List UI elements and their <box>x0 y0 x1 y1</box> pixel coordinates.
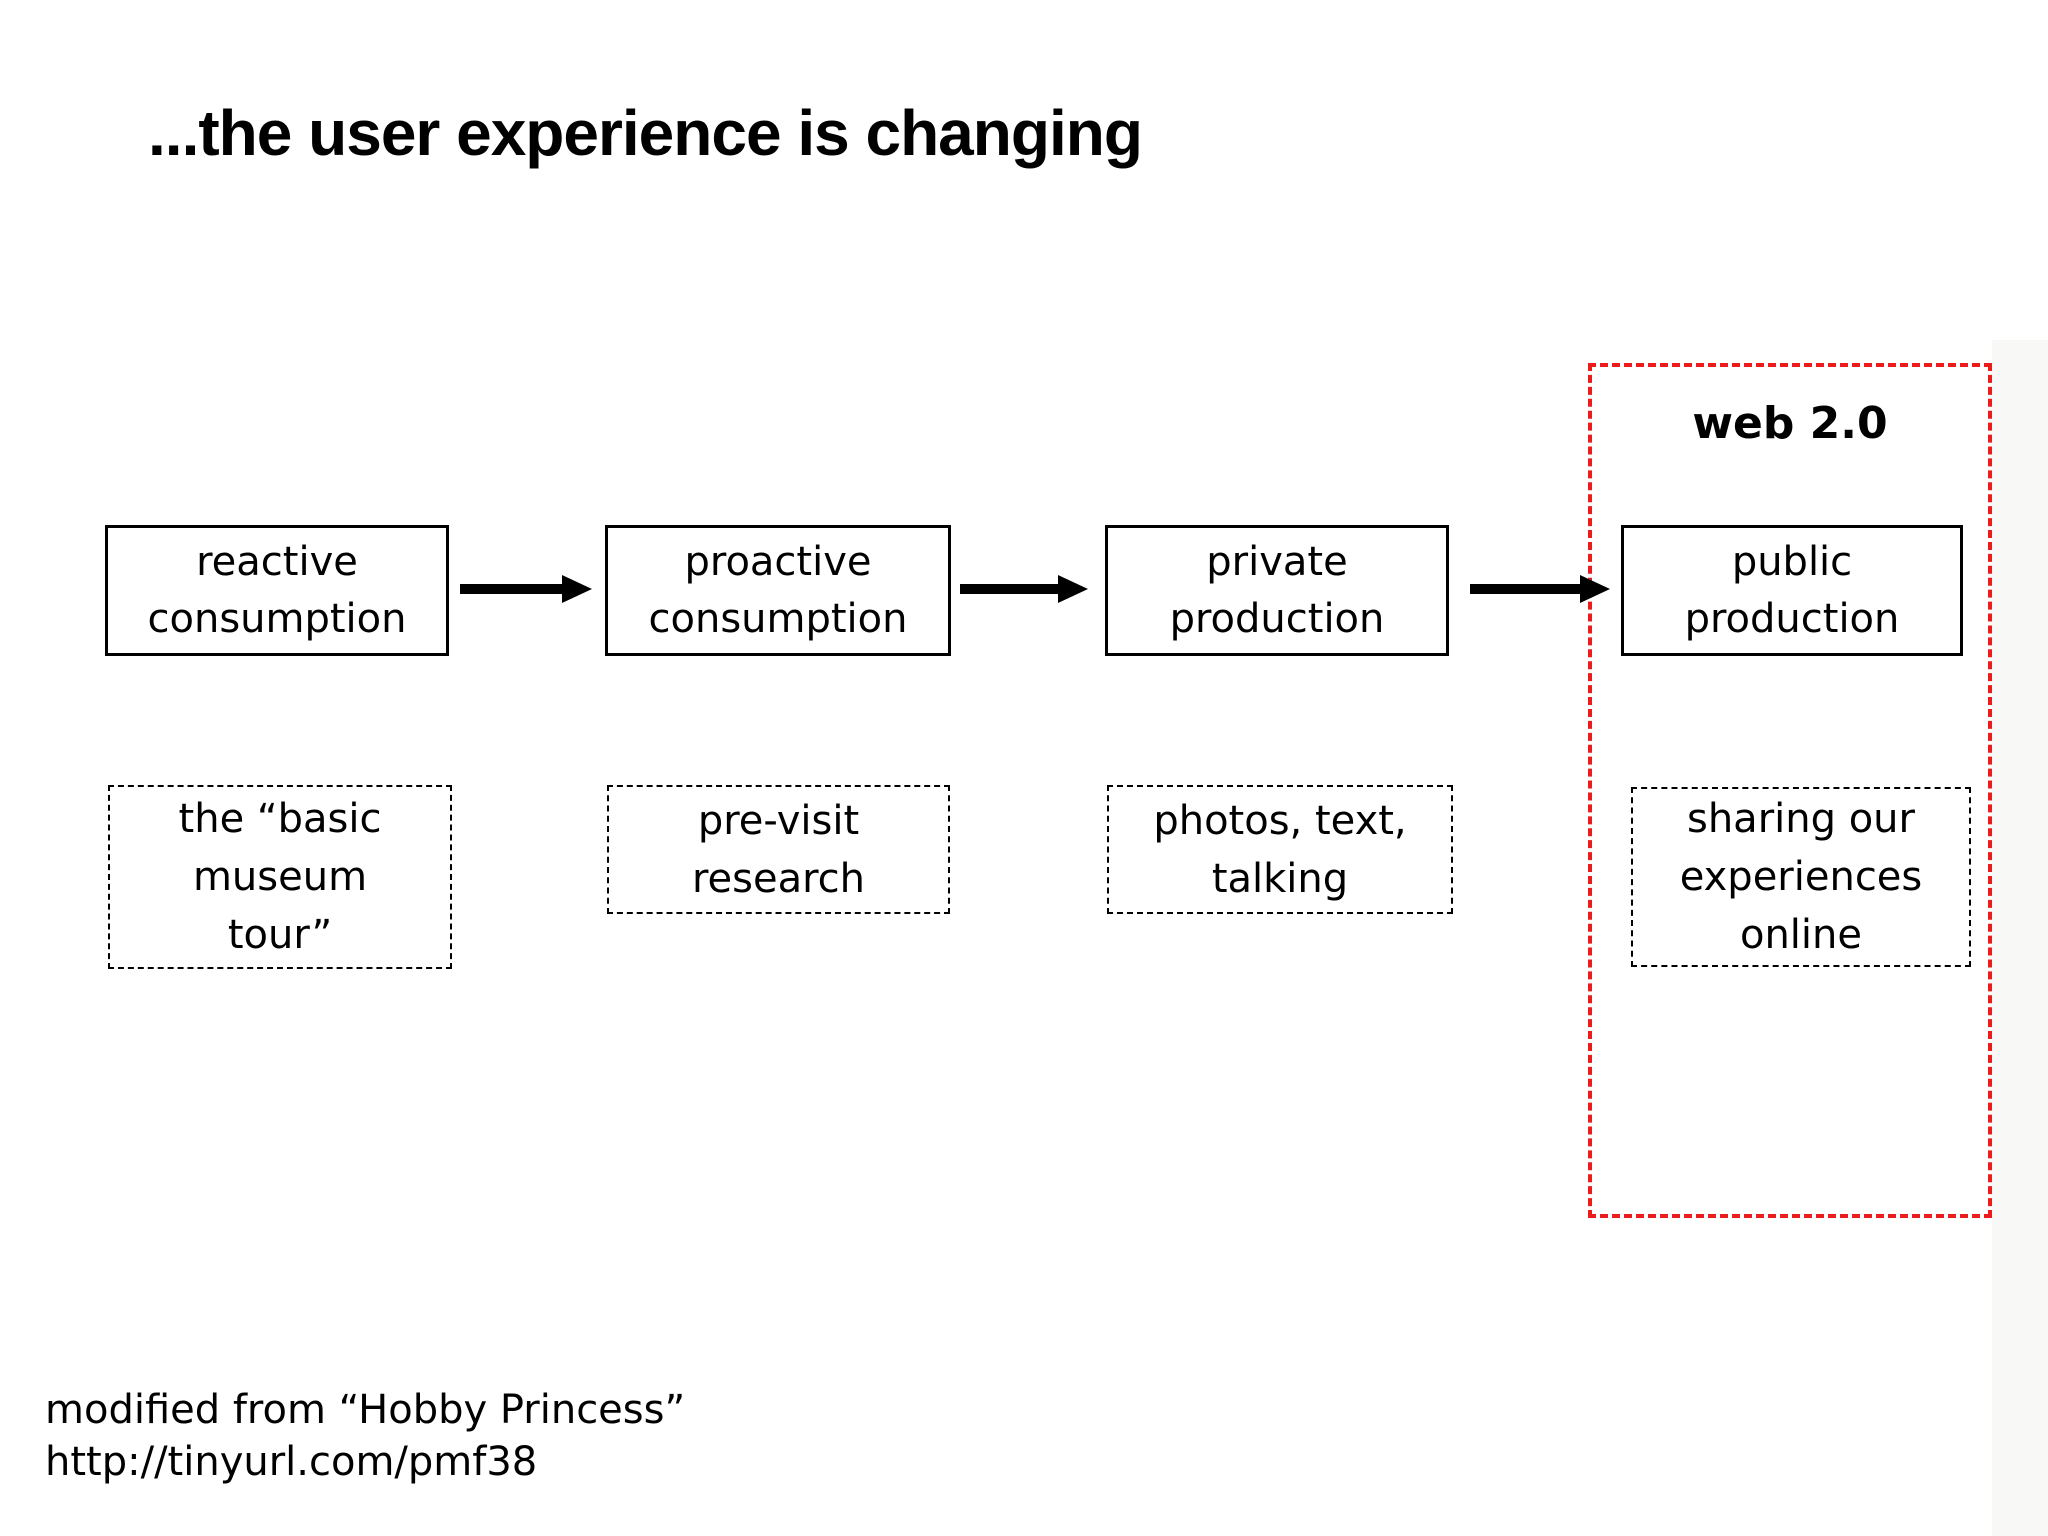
note-box-basic-museum-tour: the “basic museum tour” <box>108 785 452 969</box>
footer-credit: modified from “Hobby Princess” http://ti… <box>45 1384 685 1488</box>
credit-url-line: http://tinyurl.com/pmf38 <box>45 1439 538 1485</box>
credit-source-line: modified from “Hobby Princess” <box>45 1387 686 1433</box>
web2-group-outline <box>1588 363 1992 1218</box>
note-box-sharing-experiences-online: sharing our experiences online <box>1631 787 1971 967</box>
stage-box-public-production: public production <box>1621 525 1963 656</box>
web2-group-label: web 2.0 <box>1692 398 1888 449</box>
stage-box-private-production: private production <box>1105 525 1449 656</box>
flow-arrow-1 <box>460 575 592 603</box>
stage-box-reactive-consumption: reactive consumption <box>105 525 449 656</box>
arrow-head-icon <box>562 575 592 603</box>
stage-box-proactive-consumption: proactive consumption <box>605 525 951 656</box>
note-box-photos-text-talking: photos, text, talking <box>1107 785 1453 914</box>
flow-arrow-2 <box>960 575 1088 603</box>
arrow-shaft <box>460 584 562 594</box>
note-box-previsit-research: pre-visit research <box>607 785 950 914</box>
arrow-head-icon <box>1580 575 1610 603</box>
flow-arrow-3 <box>1470 575 1610 603</box>
arrow-shaft <box>1470 584 1580 594</box>
right-edge-shading <box>1992 340 2048 1536</box>
arrow-head-icon <box>1058 575 1088 603</box>
arrow-shaft <box>960 584 1058 594</box>
page-title: ...the user experience is changing <box>148 97 1143 169</box>
